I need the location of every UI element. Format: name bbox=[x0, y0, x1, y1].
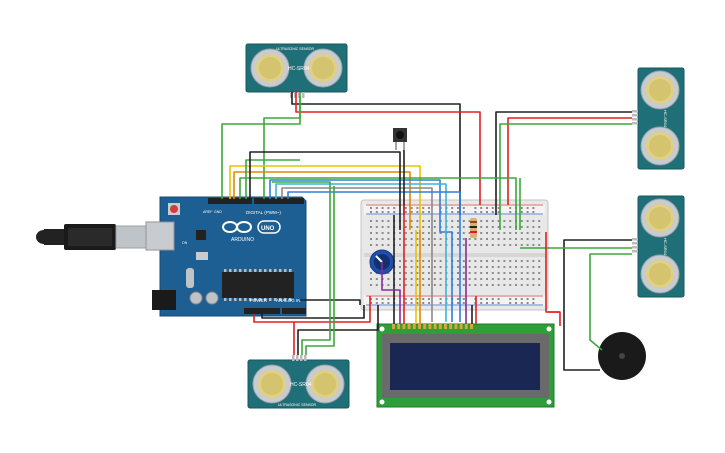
wire-red-29[interactable] bbox=[253, 296, 371, 323]
wires bbox=[221, 92, 632, 371]
sensor-chip-label: HC-SR04 bbox=[663, 110, 668, 128]
ultrasonic-sensor-right-bottom[interactable]: HC-SR04 bbox=[632, 195, 685, 298]
wire-blue-15[interactable] bbox=[269, 179, 453, 322]
wire-green-35[interactable] bbox=[305, 186, 335, 355]
wire-green-13[interactable] bbox=[239, 177, 517, 230]
ultrasonic-sensor-right-top[interactable]: HC-SR04 bbox=[632, 67, 685, 170]
resistor[interactable] bbox=[470, 218, 477, 238]
wire-black-19[interactable] bbox=[249, 151, 401, 230]
wire-red-1[interactable] bbox=[295, 92, 481, 205]
arduino-uno[interactable]: ARDUINO UNO DIGITAL (PWM~) POWER ANALOG … bbox=[36, 196, 307, 317]
wire-green-34[interactable] bbox=[272, 181, 331, 355]
aref-label: AREF bbox=[203, 210, 212, 214]
wire-red-5[interactable] bbox=[507, 117, 632, 205]
usb-cable bbox=[36, 224, 147, 250]
wire-blue-18[interactable] bbox=[287, 191, 461, 322]
digital-pins-label: DIGITAL (PWM~) bbox=[246, 210, 281, 215]
sensor-side-label: ULTRASONIC SENSOR bbox=[278, 403, 317, 407]
sensor-chip-label: HC-SR04 bbox=[663, 238, 668, 256]
power-label: POWER bbox=[250, 298, 268, 303]
wire-black-30[interactable] bbox=[261, 305, 365, 319]
on-led-label: ON bbox=[182, 241, 188, 245]
wire-gray-17[interactable] bbox=[281, 187, 433, 322]
analog-in-label: ANALOG IN bbox=[276, 298, 301, 303]
arduino-logo bbox=[222, 220, 281, 234]
lcd-pins bbox=[392, 324, 473, 329]
arduino-brand-label: ARDUINO bbox=[231, 237, 254, 243]
wire-green-6[interactable] bbox=[499, 123, 632, 230]
wire-cyan-16[interactable] bbox=[275, 183, 447, 322]
sensor-side-label: ULTRASONIC SENSOR bbox=[276, 47, 315, 51]
wire-orange-12[interactable] bbox=[233, 171, 411, 230]
wire-purple-23[interactable] bbox=[381, 262, 401, 324]
pushbutton[interactable] bbox=[393, 128, 407, 150]
wire-black-33[interactable] bbox=[297, 305, 379, 355]
wire-black-0[interactable] bbox=[291, 92, 461, 215]
wire-yellow-11[interactable] bbox=[229, 165, 421, 230]
wire-black-31[interactable] bbox=[300, 299, 361, 305]
arduino-model-label: UNO bbox=[261, 226, 275, 232]
wire-green-3[interactable] bbox=[263, 96, 301, 199]
wire-black-7[interactable] bbox=[563, 239, 632, 371]
lcd-16x2[interactable] bbox=[376, 323, 555, 408]
ultrasonic-sensor-top[interactable]: HC-SR04 ULTRASONIC SENSOR bbox=[245, 43, 348, 98]
gnd-label: GND bbox=[214, 210, 222, 214]
lcd-screen bbox=[390, 343, 540, 390]
wire-green-9[interactable] bbox=[589, 253, 632, 351]
sensor-chip-label: HC-SR04 bbox=[288, 66, 310, 72]
wire-green-14[interactable] bbox=[245, 159, 300, 199]
sensor-chip-label: HC-SR04 bbox=[290, 382, 312, 388]
atmega-chip-pins bbox=[224, 269, 292, 301]
wire-black-4[interactable] bbox=[495, 111, 632, 215]
wire-red-36[interactable] bbox=[548, 311, 561, 326]
breadboard[interactable] bbox=[360, 199, 549, 311]
piezo-buzzer[interactable] bbox=[598, 332, 646, 380]
